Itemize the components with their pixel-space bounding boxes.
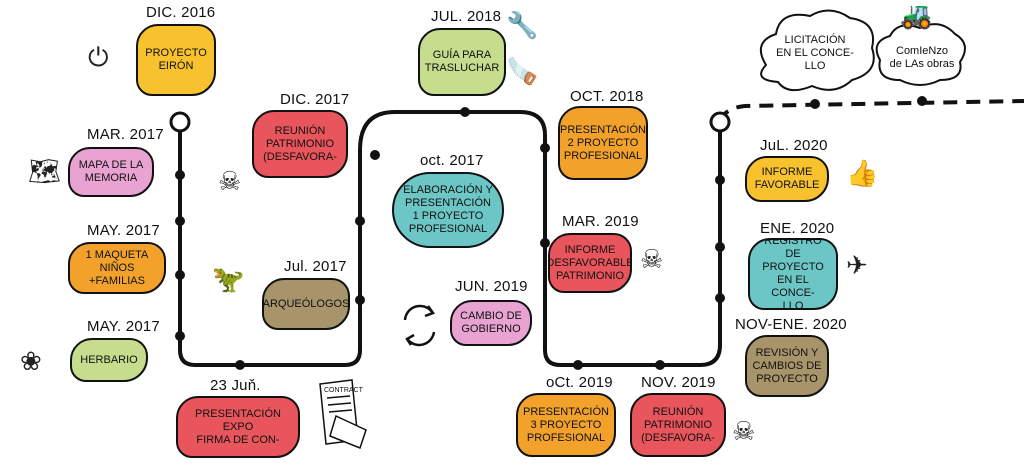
bulldozer-icon: 🚜 <box>900 0 933 30</box>
date-nov2019: NOV. 2019 <box>641 374 716 391</box>
milestone-mar2017: MAPA DE LA MEMORIA <box>68 147 154 197</box>
contract-icon <box>319 379 367 449</box>
date-ene2020: ENE. 2020 <box>760 220 835 237</box>
milestone-oct2018: PRESENTACIÓN 2 PROYECTO PROFESIONAL <box>558 106 648 180</box>
thumbs-up-icon: 👍 <box>846 158 879 188</box>
power-icon: ⏻ <box>88 42 109 72</box>
licitacion-cloud <box>759 9 875 92</box>
obras-cloud <box>875 23 966 86</box>
refresh-icon <box>403 304 436 347</box>
date-may2017a: MAY. 2017 <box>87 222 160 239</box>
date-novene2020: NOV-ENE. 2020 <box>735 316 847 333</box>
milestone-may2017a: 1 MAQUETA NIÑOS +FAMILIAS <box>68 242 166 294</box>
date-dic2017: DIC. 2017 <box>280 91 350 108</box>
milestone-ene2020: REGISTRO DE PROYECTO EN EL CONCE- LLO <box>748 238 838 310</box>
future-obras: ComIeNzo de LAs obras <box>889 45 955 70</box>
date-mar2017: MAR. 2017 <box>87 126 164 143</box>
milestone-nov2019: REUNIÓN PATRIMONIO (DESFAVORA- <box>630 393 726 457</box>
future-licitacion: LICITACIÓN EN EL CONCE- LLO <box>776 33 854 72</box>
milestone-mar2019: Informe DESFAVORABLE PATRIMONIO <box>548 233 632 293</box>
skull-icon: ☠ <box>218 166 242 196</box>
milestone-novene2020: REVISIÓN Y CAMBIOS DE PROYECTO <box>745 335 829 397</box>
restart-node <box>709 111 731 133</box>
skull-icon-nov2019: ☠ <box>732 416 756 446</box>
timeline-dots <box>175 96 927 370</box>
milestone-dic2016: PROYECTO EIRÓN <box>136 24 216 96</box>
skull-icon-mar2019: ☠ <box>640 244 664 274</box>
milestone-jun2019: CAMBIO DE GOBIERNO <box>450 300 532 346</box>
paper-plane-icon: ✈ <box>846 250 868 280</box>
date-oct2017: oct. 2017 <box>420 152 484 169</box>
date-oct2018: OCT. 2018 <box>570 88 644 105</box>
wrench-icon: 🔧 <box>506 10 539 40</box>
milestone-oct2019: PRESENTACIÓN 3 PROYECTO PROFESIONAL <box>516 393 616 457</box>
date-jul2017: Jul. 2017 <box>284 258 347 275</box>
dinosaur-icon: 🦖 <box>212 264 245 294</box>
contract-label: CONTRACT <box>324 387 364 394</box>
date-jun23: 23 Juň. <box>210 377 261 394</box>
date-jul2020: JuL. 2020 <box>760 137 828 154</box>
date-jul2018: JUL. 2018 <box>431 8 502 25</box>
date-may2017b: MAY. 2017 <box>87 318 160 335</box>
flower-icon: ❀ <box>20 346 42 376</box>
map-icon: 🗺 <box>28 156 62 186</box>
milestone-dic2017: REUNIÓN PATRIMONIO (DESFAVORA- <box>252 110 348 178</box>
milestone-may2017b: HERBARIO <box>70 338 148 382</box>
saw-icon: 🪚 <box>506 56 539 86</box>
milestone-jun23: PRESENTACIÓN EXPO FIRMA DE CON- <box>176 396 300 458</box>
date-oct2019: oCt. 2019 <box>546 374 613 391</box>
future-path <box>718 99 1024 123</box>
date-dic2016: DIC. 2016 <box>146 4 216 21</box>
date-jun2019: JUN. 2019 <box>455 278 528 295</box>
milestone-jul2017: ARQUEÓLOGOS <box>262 278 350 330</box>
date-mar2019: MAR. 2019 <box>562 213 639 230</box>
milestone-jul2018: GUÍA PARA TRASLUCHAR <box>418 28 506 96</box>
milestone-oct2017: ELABORACIÓN Y PRESENTACIÓN 1 PROYECTO PR… <box>392 172 504 248</box>
milestone-jul2020: INFORME FAVORABLE <box>745 156 829 202</box>
start-node <box>169 111 191 133</box>
